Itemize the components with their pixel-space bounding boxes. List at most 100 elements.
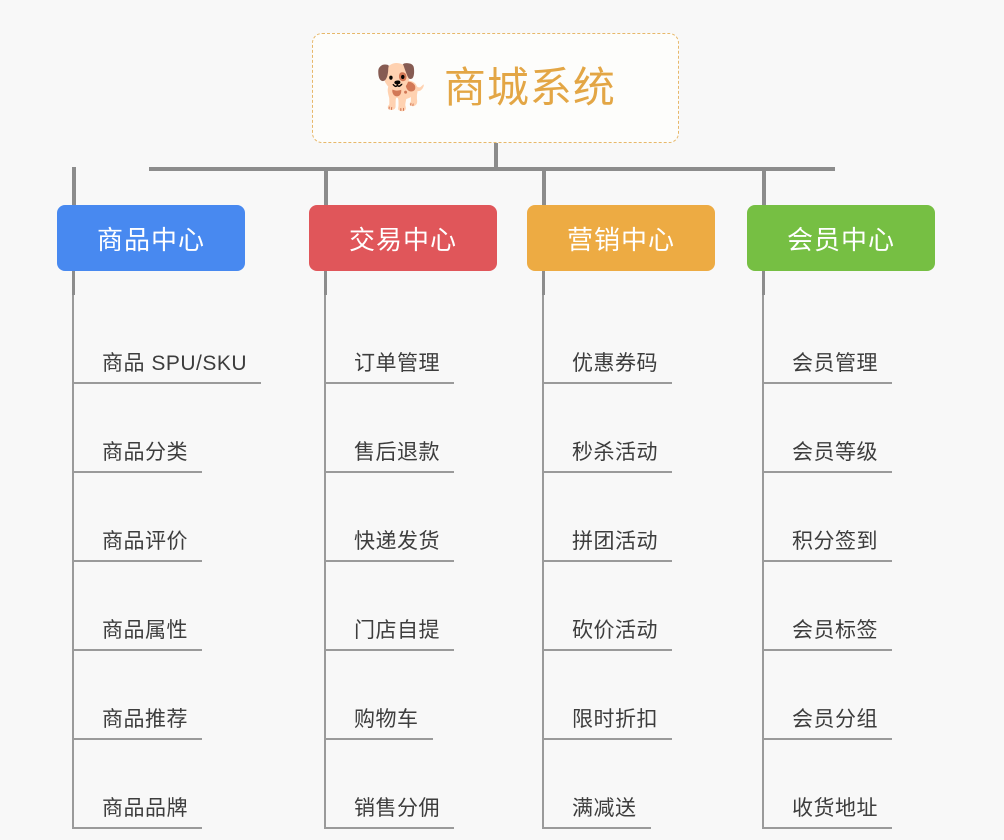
leaf-item[interactable]: 快递发货 (309, 473, 499, 562)
leaf-item-label: 购物车 (354, 708, 419, 731)
leaf-item[interactable]: 订单管理 (309, 295, 499, 384)
leaf-item[interactable]: 砍价活动 (527, 562, 717, 651)
leaf-underline: 满减送 (542, 792, 651, 829)
branch-drop-connector (324, 167, 328, 205)
branch-drop-connector (762, 167, 766, 205)
leaf-item[interactable]: 收货地址 (747, 740, 937, 829)
leaf-item[interactable]: 满减送 (527, 740, 717, 829)
leaf-item-label: 销售分佣 (354, 797, 440, 820)
leaf-item-label: 商品推荐 (102, 708, 188, 731)
branch-header-1[interactable]: 商品中心 (57, 205, 245, 271)
leaf-underline: 商品品牌 (72, 792, 202, 829)
leaf-item-label: 收货地址 (792, 797, 878, 820)
leaf-underline: 商品分类 (72, 436, 202, 473)
leaf-underline: 商品属性 (72, 614, 202, 651)
leaf-underline: 会员标签 (762, 614, 892, 651)
leaf-item[interactable]: 秒杀活动 (527, 384, 717, 473)
leaf-item-label: 会员分组 (792, 708, 878, 731)
branch-drop-connector (542, 167, 546, 205)
leaf-underline: 收货地址 (762, 792, 892, 829)
leaf-item[interactable]: 购物车 (309, 651, 499, 740)
leaf-underline: 商品推荐 (72, 703, 202, 740)
leaf-list-3: 优惠券码秒杀活动拼团活动砍价活动限时折扣满减送 (527, 295, 717, 829)
branch-header-3[interactable]: 营销中心 (527, 205, 715, 271)
leaf-underline: 积分签到 (762, 525, 892, 562)
leaf-item[interactable]: 会员标签 (747, 562, 937, 651)
leaf-item-label: 会员等级 (792, 441, 878, 464)
leaf-list-2: 订单管理售后退款快递发货门店自提购物车销售分佣 (309, 295, 499, 829)
leaf-underline: 会员等级 (762, 436, 892, 473)
branch-header-2[interactable]: 交易中心 (309, 205, 497, 271)
leaf-item[interactable]: 会员等级 (747, 384, 937, 473)
branch-header-label: 营销中心 (566, 224, 675, 255)
leaf-underline: 商品评价 (72, 525, 202, 562)
leaf-item[interactable]: 商品属性 (57, 562, 247, 651)
leaf-item[interactable]: 优惠券码 (527, 295, 717, 384)
leaf-item-label: 会员标签 (792, 619, 878, 642)
leaf-item[interactable]: 积分签到 (747, 473, 937, 562)
leaf-item-label: 积分签到 (792, 530, 878, 553)
leaf-underline: 优惠券码 (542, 347, 672, 384)
leaf-underline: 限时折扣 (542, 703, 672, 740)
root-title: 商城系统 (443, 64, 616, 111)
leaf-list-4: 会员管理会员等级积分签到会员标签会员分组收货地址 (747, 295, 937, 829)
leaf-item[interactable]: 限时折扣 (527, 651, 717, 740)
leaf-item[interactable]: 商品 SPU/SKU (57, 295, 262, 384)
leaf-item-label: 优惠券码 (572, 352, 658, 375)
root-stem-connector (494, 143, 498, 171)
leaf-item[interactable]: 销售分佣 (309, 740, 499, 829)
branch-header-label: 会员中心 (786, 224, 895, 255)
leaf-item-label: 快递发货 (354, 530, 440, 553)
leaf-item-label: 商品分类 (102, 441, 188, 464)
leaf-underline: 商品 SPU/SKU (72, 347, 262, 384)
branch-header-4[interactable]: 会员中心 (747, 205, 935, 271)
leaf-trunk-connector (762, 295, 764, 829)
branch-stem-connector (762, 271, 765, 295)
branch-header-label: 交易中心 (348, 224, 457, 255)
leaf-item[interactable]: 拼团活动 (527, 473, 717, 562)
leaf-item-label: 会员管理 (792, 352, 878, 375)
leaf-item-label: 秒杀活动 (572, 441, 658, 464)
leaf-item-label: 商品属性 (102, 619, 188, 642)
branch-bus-connector (149, 167, 835, 171)
branch-column-4: 会员中心会员管理会员等级积分签到会员标签会员分组收货地址 (747, 205, 937, 829)
leaf-item-label: 门店自提 (354, 619, 440, 642)
leaf-item[interactable]: 会员管理 (747, 295, 937, 384)
leaf-underline: 销售分佣 (324, 792, 454, 829)
leaf-underline: 拼团活动 (542, 525, 672, 562)
leaf-item-label: 售后退款 (354, 441, 440, 464)
leaf-trunk-connector (324, 295, 326, 829)
leaf-underline: 快递发货 (324, 525, 454, 562)
leaf-underline: 会员管理 (762, 347, 892, 384)
branch-column-3: 营销中心优惠券码秒杀活动拼团活动砍价活动限时折扣满减送 (527, 205, 717, 829)
root-node[interactable]: 🐕 商城系统 (312, 33, 679, 143)
leaf-item[interactable]: 商品品牌 (57, 740, 247, 829)
branch-stem-connector (72, 271, 75, 295)
leaf-trunk-connector (72, 295, 74, 829)
leaf-item[interactable]: 售后退款 (309, 384, 499, 473)
leaf-trunk-connector (542, 295, 544, 829)
branch-stem-connector (542, 271, 545, 295)
leaf-item[interactable]: 商品推荐 (57, 651, 247, 740)
leaf-item-label: 商品品牌 (102, 797, 188, 820)
branch-header-label: 商品中心 (96, 224, 205, 255)
leaf-underline: 购物车 (324, 703, 433, 740)
branch-column-1: 商品中心商品 SPU/SKU 商品分类商品评价商品属性商品推荐商品品牌 (57, 205, 262, 829)
leaf-item-label: 订单管理 (354, 352, 440, 375)
leaf-underline: 会员分组 (762, 703, 892, 740)
leaf-underline: 订单管理 (324, 347, 454, 384)
leaf-item[interactable]: 会员分组 (747, 651, 937, 740)
leaf-item-label: 砍价活动 (572, 619, 658, 642)
leaf-underline: 售后退款 (324, 436, 454, 473)
leaf-item-label: 限时折扣 (572, 708, 658, 731)
leaf-item[interactable]: 商品评价 (57, 473, 247, 562)
leaf-item-label: 商品评价 (102, 530, 188, 553)
leaf-item-label: 商品 SPU/SKU (102, 352, 248, 375)
branch-stem-connector (324, 271, 327, 295)
leaf-item[interactable]: 商品分类 (57, 384, 247, 473)
leaf-item-label: 拼团活动 (572, 530, 658, 553)
leaf-item[interactable]: 门店自提 (309, 562, 499, 651)
shiba-dog-face-icon: 🐕 (375, 63, 430, 112)
leaf-underline: 秒杀活动 (542, 436, 672, 473)
